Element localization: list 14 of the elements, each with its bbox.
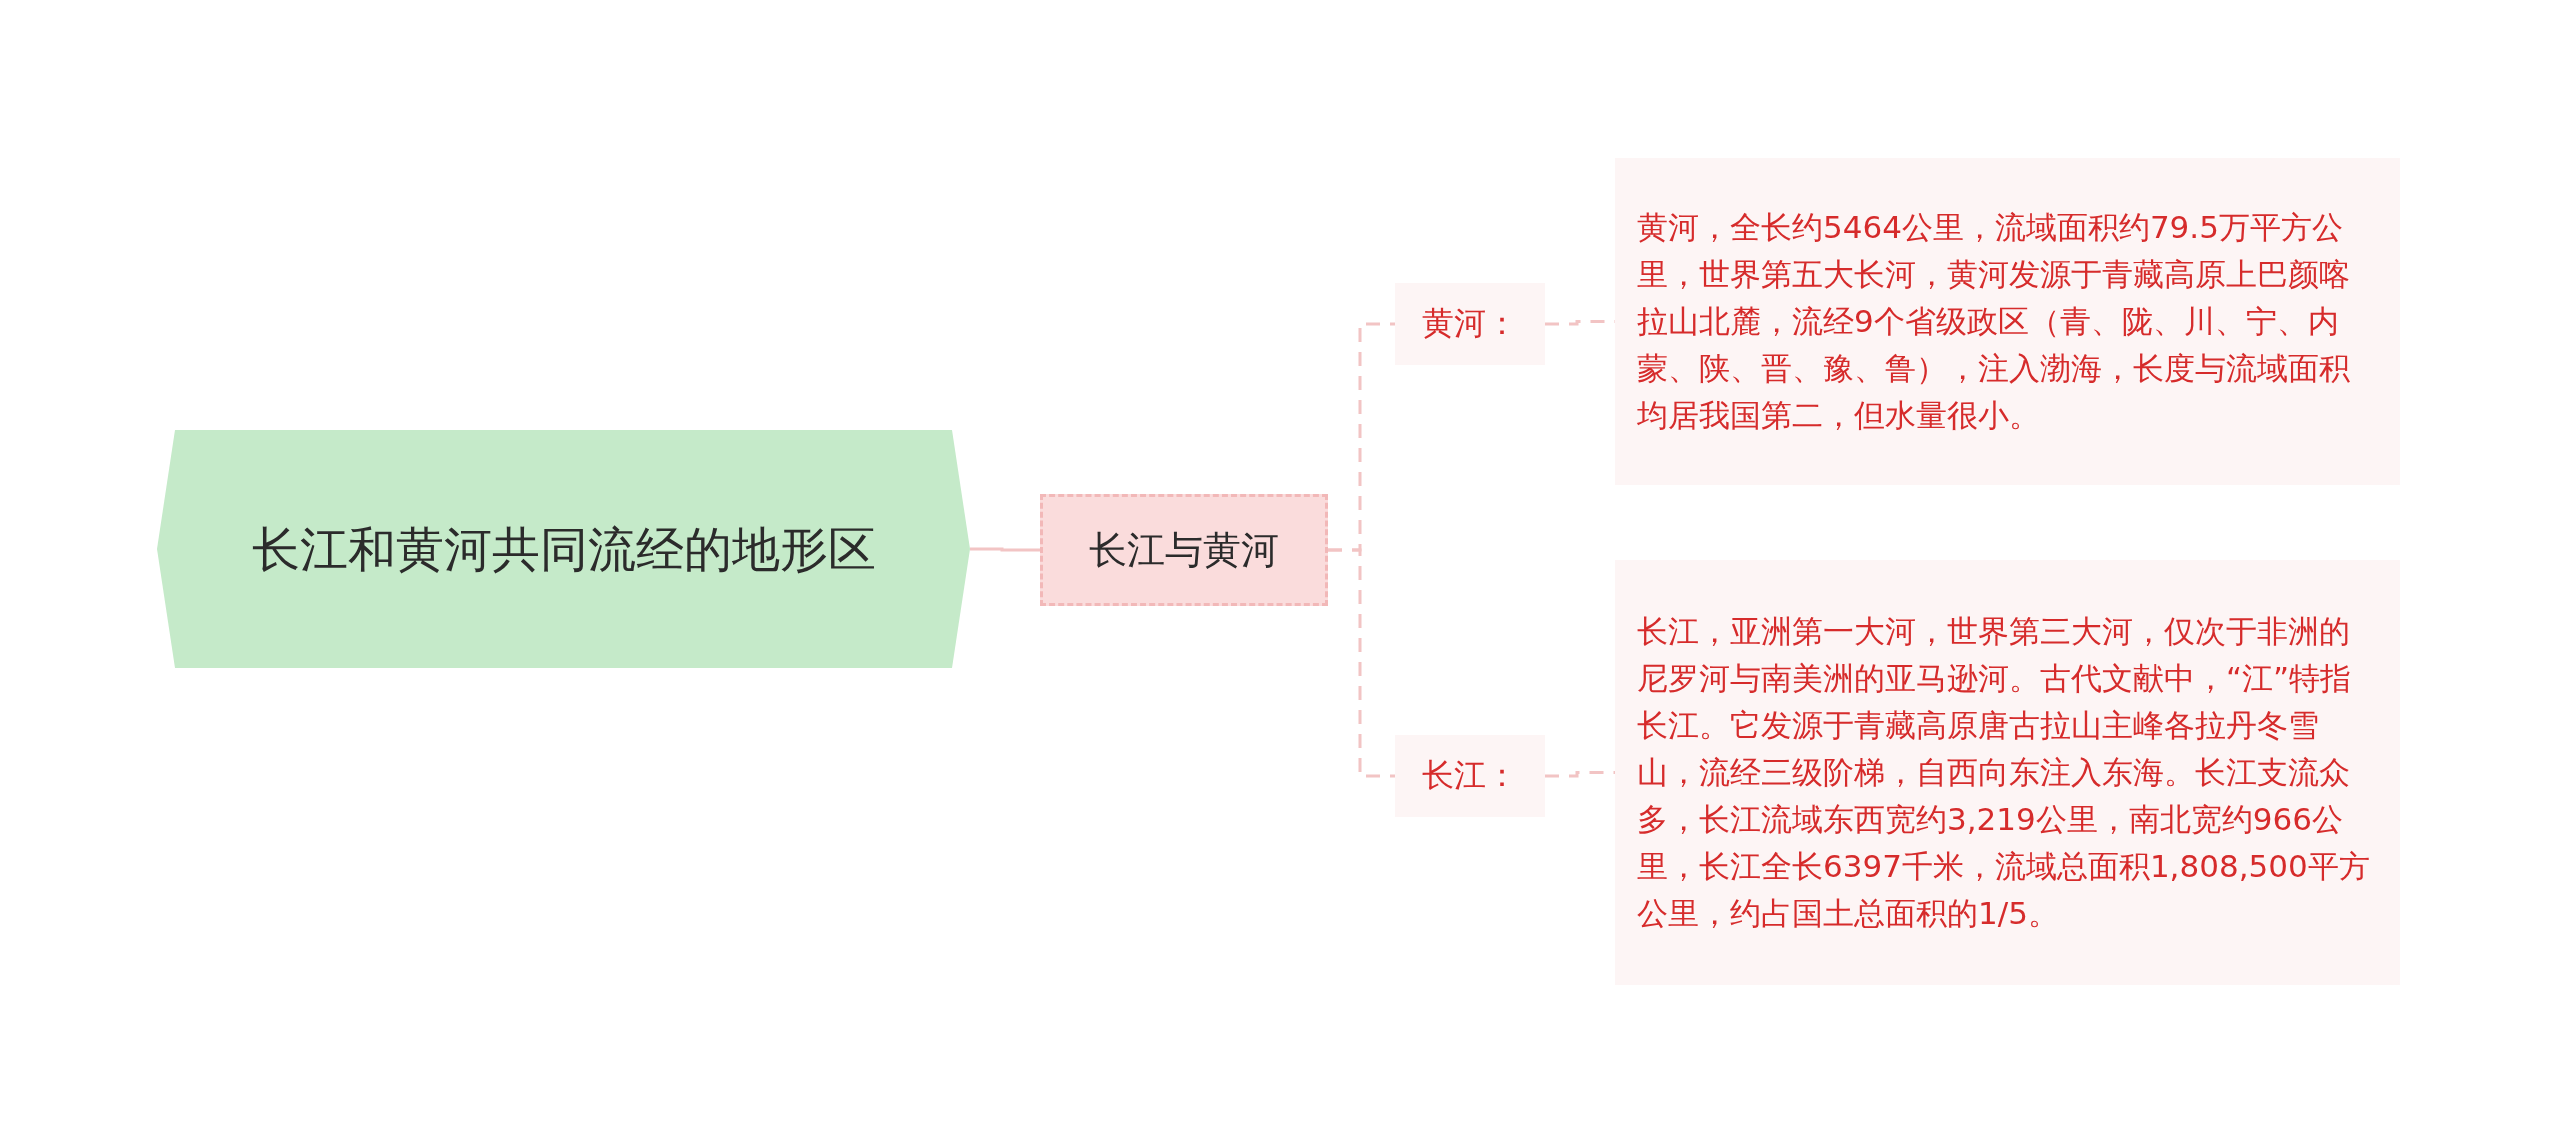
description-box [1615,560,2400,985]
topic-text: 长江： [1422,755,1518,796]
description-box [1615,158,2400,485]
topic-text: 黄河： [1422,303,1518,344]
subtopic-box [1395,735,1545,817]
subtopic-box [1395,283,1545,365]
branch-box [1040,494,1328,606]
description-text: 长江，亚洲第一大河，世界第三大河，仅次于非洲的尼罗河与南美洲的亚马逊河。古代文献中，“江”特指长江。它发源于青藏高原唐古拉山主峰各拉丹冬雪山，流经三级阶梯，自西向东注入东海。长江支流众多，长江流域东西宽约3,219公里，南北宽约966公里，长江全长6397千米，流域总面积1,808,500平方公里，约占国土总面积的1/5。 [1637,612,2371,933]
connector-line [1545,771,1615,778]
description-text: 黄河，全长约5464公里，流域面积约79.5万平方公里，世界第五大长河，黄河发源于青藏高原上巴颜喀拉山北麓，流经9个省级政区（青、陇、川、宁、内蒙、陕、晋、豫、鲁），注入渤海，长度与流域面积均居我国第二，但水量很小。 [1637,208,2351,435]
topic-text: 长江与黄河 [1089,526,1279,574]
connector-line [970,547,1040,552]
topic-text: 长江和黄河共同流经的地形区 [251,519,876,579]
connector-line [1328,548,1395,778]
